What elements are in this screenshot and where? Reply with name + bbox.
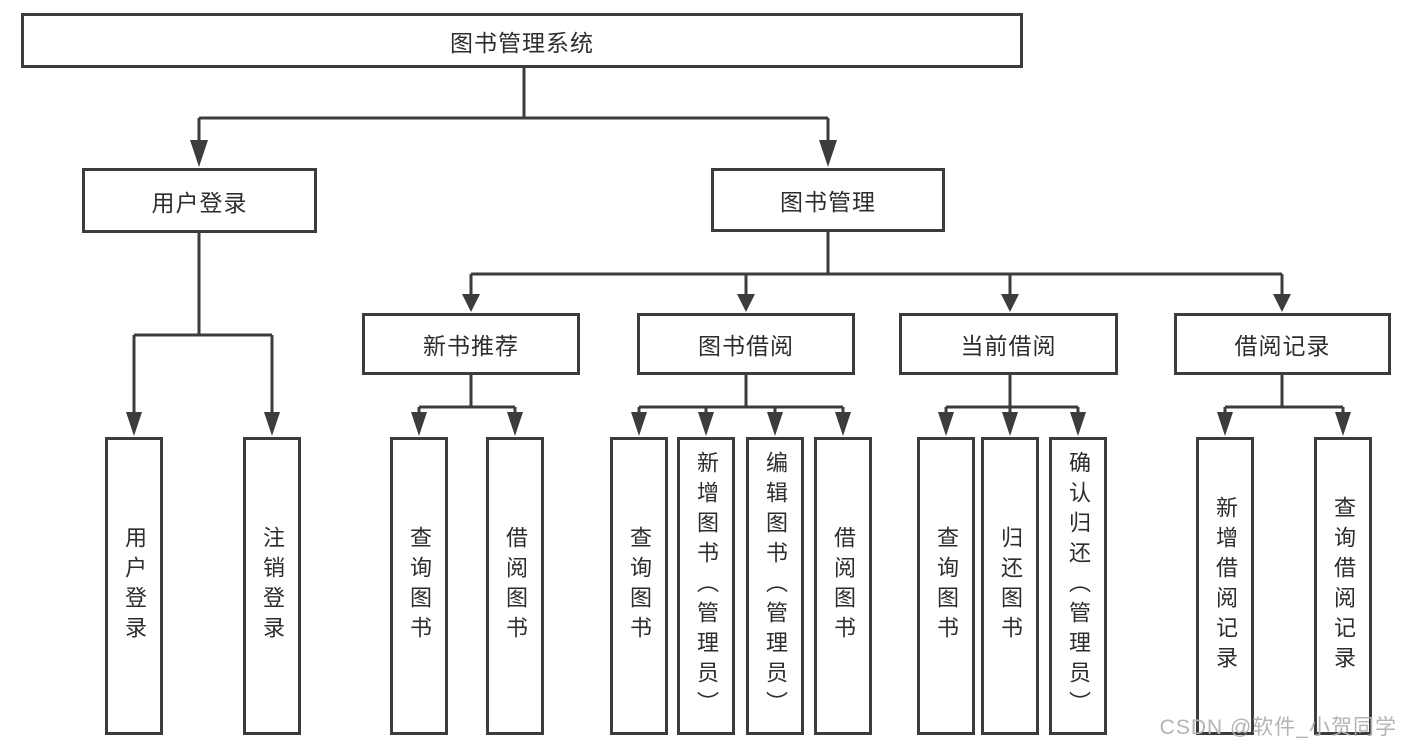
leaf-return-books: 归还图书	[981, 437, 1039, 735]
connector-segments	[132, 68, 1345, 414]
leaf-query-books-borrow: 查询图书	[610, 437, 668, 735]
arrowheads	[126, 140, 1351, 436]
node-new-book-recommend: 新书推荐	[362, 313, 580, 375]
node-library-system: 图书管理系统	[21, 13, 1023, 68]
leaf-user-login: 用户登录	[105, 437, 163, 735]
leaf-edit-books-admin: 编辑图书（管理员）	[746, 437, 804, 735]
leaf-add-borrow-record: 新增借阅记录	[1196, 437, 1254, 735]
csdn-watermark: CSDN @软件_小贺同学	[1159, 716, 1397, 739]
leaf-borrow-books: 借阅图书	[814, 437, 872, 735]
leaf-add-books-admin: 新增图书（管理员）	[677, 437, 735, 735]
node-borrowing-records: 借阅记录	[1174, 313, 1391, 375]
node-current-borrowing: 当前借阅	[899, 313, 1118, 375]
leaf-query-books-current: 查询图书	[917, 437, 975, 735]
leaf-logout: 注销登录	[243, 437, 301, 735]
leaf-query-books-recommend: 查询图书	[390, 437, 448, 735]
node-book-borrowing: 图书借阅	[637, 313, 855, 375]
leaf-confirm-return-admin: 确认归还（管理员）	[1049, 437, 1107, 735]
leaf-borrow-books-recommend: 借阅图书	[486, 437, 544, 735]
node-user-login: 用户登录	[82, 168, 317, 233]
node-book-management: 图书管理	[711, 168, 945, 232]
leaf-query-borrow-record: 查询借阅记录	[1314, 437, 1372, 735]
